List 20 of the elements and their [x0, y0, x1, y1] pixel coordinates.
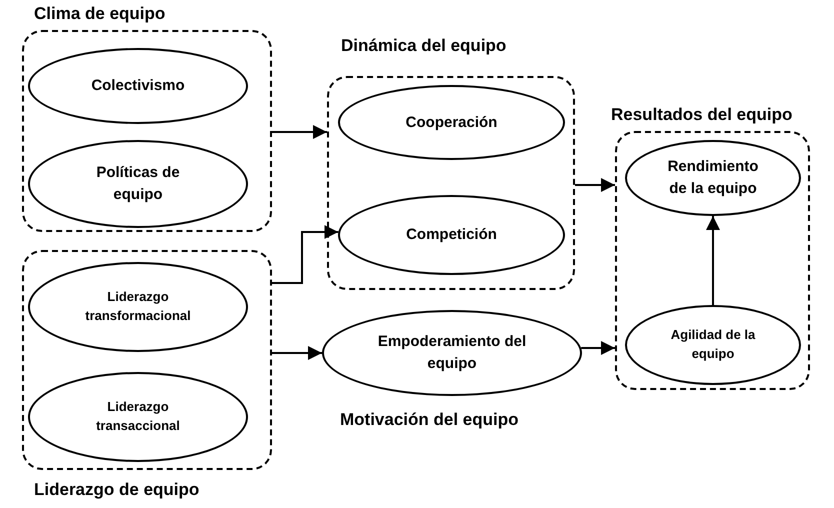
group-heading: Clima de equipo	[34, 4, 166, 24]
arrow	[575, 178, 615, 192]
ellipse-node: Competición	[338, 195, 565, 275]
arrow	[272, 125, 327, 139]
ellipse-node: Políticas de equipo	[28, 140, 248, 228]
ellipse-node: Empoderamiento del equipo	[322, 310, 582, 396]
arrow	[272, 346, 322, 360]
ellipse-node: Cooperación	[338, 85, 565, 160]
ellipse-node: Liderazgo transaccional	[28, 372, 248, 462]
arrow	[272, 225, 338, 284]
group-heading: Liderazgo de equipo	[34, 480, 200, 500]
group-heading: Dinámica del equipo	[341, 36, 506, 56]
ellipse-node: Agilidad de la equipo	[625, 305, 801, 385]
group-heading: Resultados del equipo	[611, 105, 792, 125]
arrow	[581, 341, 615, 355]
ellipse-node: Rendimiento de la equipo	[625, 140, 801, 216]
ellipse-node: Liderazgo transformacional	[28, 262, 248, 352]
ellipse-node: Colectivismo	[28, 48, 248, 124]
arrow	[706, 216, 720, 305]
caption-text: Motivación del equipo	[340, 410, 519, 430]
